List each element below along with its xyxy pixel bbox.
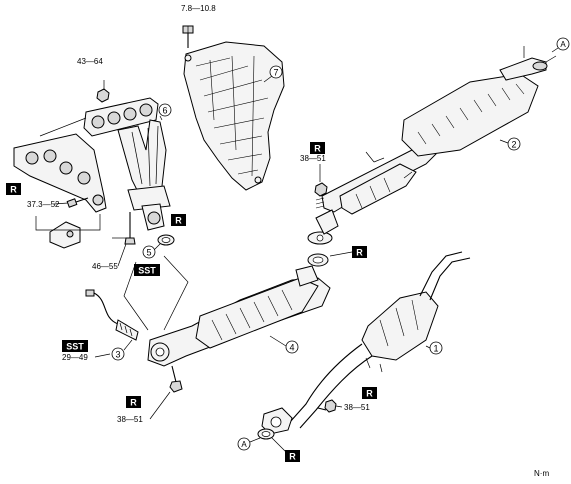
svg-text:R: R	[10, 185, 17, 195]
manifold-gasket	[13, 133, 107, 213]
callout-7: 7	[263, 65, 283, 83]
replace-badge-front-nut: R	[126, 396, 141, 408]
svg-text:3: 3	[115, 350, 120, 360]
rear-pipe-resonator	[261, 251, 471, 435]
svg-text:A: A	[560, 40, 566, 49]
center-nut	[314, 182, 328, 209]
torque-bolt-top: 7.8—10.8	[181, 4, 216, 13]
callout-6: 6	[158, 103, 172, 121]
center-pipe	[307, 143, 437, 245]
callout-5: 5	[142, 243, 161, 259]
svg-text:2: 2	[511, 140, 516, 150]
callout-1: 1	[425, 341, 443, 355]
replace-badge-gasket-5: R	[171, 214, 186, 226]
svg-text:R: R	[356, 248, 363, 258]
svg-text:1: 1	[433, 344, 438, 354]
manifold-bracket	[49, 221, 81, 249]
main-silencer	[401, 46, 557, 157]
center-gasket	[307, 253, 329, 267]
torque-unit-label: N·m	[534, 469, 549, 478]
rear-nut	[317, 399, 337, 413]
lower-bolt	[124, 212, 136, 245]
oxygen-sensor	[85, 289, 139, 341]
special-tool-badge-sensor: SST	[62, 340, 88, 352]
callout-4: 4	[269, 335, 299, 354]
exhaust-manifold	[83, 97, 171, 231]
svg-text:R: R	[130, 398, 137, 408]
svg-text:5: 5	[146, 248, 151, 258]
torque-front-nut: 38—51	[117, 415, 143, 424]
manifold-bolt	[66, 197, 89, 208]
callout-3: 3	[111, 339, 133, 361]
torque-mid-nut: 38—51	[300, 154, 326, 163]
gasket-5	[157, 234, 175, 246]
svg-text:R: R	[314, 144, 321, 154]
torque-lower-bolt: 46—55	[92, 262, 118, 271]
connection-marker-a-top: A	[551, 37, 570, 53]
svg-text:SST: SST	[138, 266, 156, 276]
svg-text:R: R	[366, 389, 373, 399]
svg-text:R: R	[175, 216, 182, 226]
torque-sensor: 29—49	[62, 353, 88, 362]
replace-badge-rear-nut: R	[362, 387, 377, 399]
replace-badge-mid-nut: R	[310, 142, 325, 154]
torque-manifold-bolt: 37.3—52	[27, 200, 60, 209]
svg-text:6: 6	[162, 106, 167, 116]
svg-text:4: 4	[289, 343, 294, 353]
manifold-nut	[96, 88, 110, 103]
leader-lines	[35, 26, 189, 331]
svg-text:7: 7	[273, 68, 278, 78]
callout-2: 2	[499, 137, 521, 151]
catalytic-converter	[147, 265, 331, 367]
torque-rear-nut: 38—51	[344, 403, 370, 412]
replace-badge-rear-gasket: R	[271, 437, 300, 462]
replace-badge-center-gasket: R	[329, 246, 367, 258]
heat-insulator	[183, 41, 285, 191]
front-nut	[169, 365, 183, 393]
svg-text:A: A	[241, 440, 247, 449]
rear-gasket	[257, 428, 275, 440]
connection-marker-a-bottom: A	[237, 437, 261, 451]
svg-text:R: R	[289, 452, 296, 462]
svg-text:SST: SST	[66, 342, 84, 352]
replace-badge-manifold-gasket: R	[6, 183, 21, 195]
torque-manifold-nut: 43—64	[77, 57, 103, 66]
special-tool-badge-manifold: SST	[134, 264, 160, 276]
